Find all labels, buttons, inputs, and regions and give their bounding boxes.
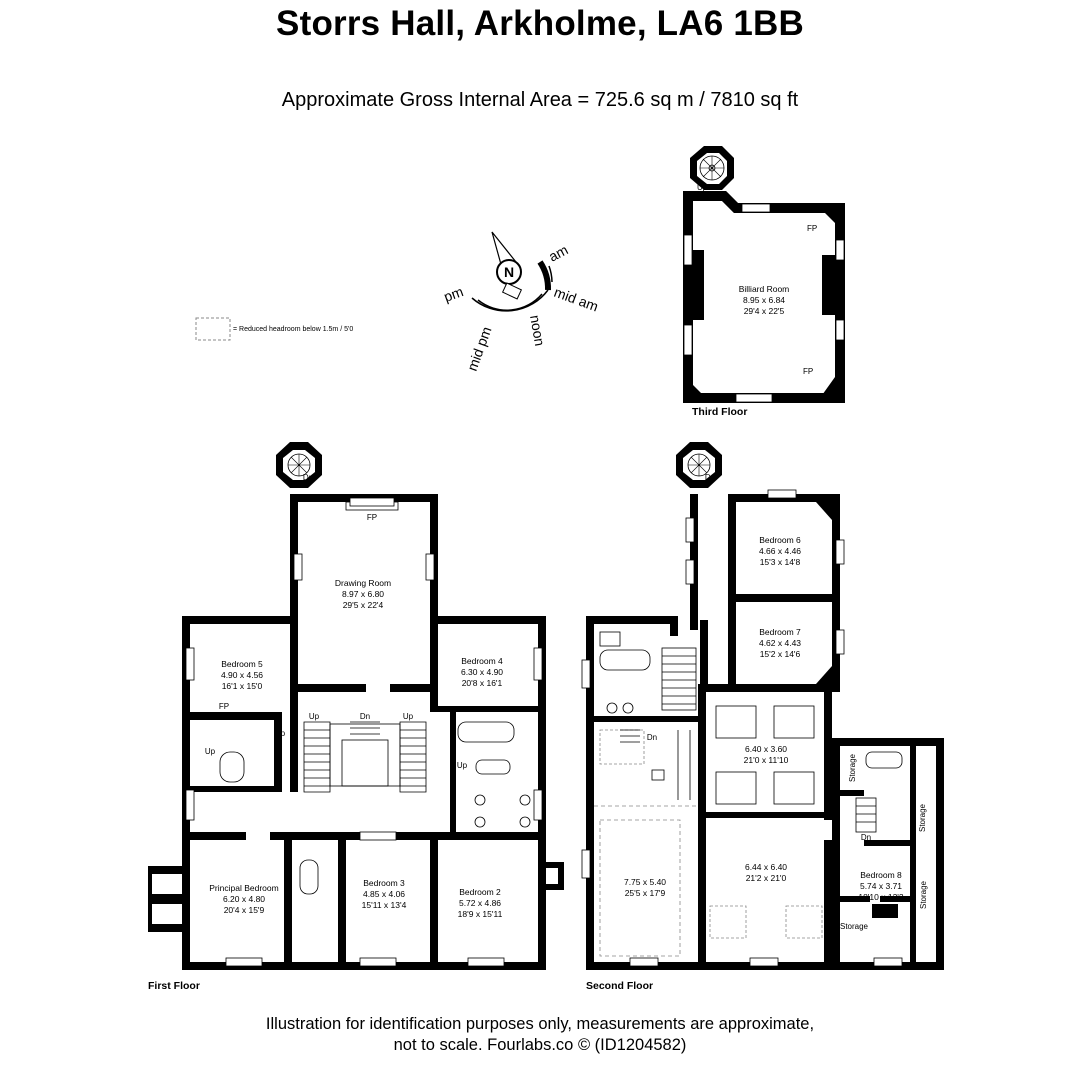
room-metric: 6.30 x 4.90 (461, 667, 503, 677)
room-metric: 4.90 x 4.56 (221, 670, 263, 680)
room-imperial: 15'2 x 14'6 (760, 649, 801, 659)
room-bedroom7: Bedroom 7 4.62 x 4.43 15'2 x 14'6 (759, 627, 801, 659)
storage-label: Storage (848, 753, 857, 782)
floor-label-first: First Floor (148, 980, 200, 992)
third-floor-plan: FP FP Up Dn Up (683, 146, 845, 403)
stair-up-label: Up (457, 761, 468, 770)
fireplace-label: FP (807, 224, 817, 233)
storage-label: Storage (918, 803, 927, 832)
stair-up-label: Up (295, 479, 306, 488)
stair-up-label: Up (696, 479, 707, 488)
stair-up-label: Up (309, 712, 320, 721)
room-imperial: 21'2 x 21'0 (746, 873, 787, 883)
room-name: Bedroom 3 (363, 878, 405, 888)
room-imperial: 16'1 x 15'0 (222, 681, 263, 691)
fireplace-label: FP (219, 702, 229, 711)
headroom-legend-label: = Reduced headroom below 1.5m / 5'0 (233, 326, 353, 333)
room-imperial: 20'8 x 16'1 (462, 678, 503, 688)
stair-down-label: Dn (705, 473, 715, 482)
compass-am: am (546, 241, 571, 264)
stair-up-label: Up (205, 747, 216, 756)
room-name: Bedroom 7 (759, 627, 801, 637)
stair-down-label: Dn (647, 733, 657, 742)
room-name: Bedroom 6 (759, 535, 801, 545)
stair-down-label: Dn (861, 833, 871, 842)
compass-north: N (504, 264, 514, 280)
stair-down-label: Dn (710, 183, 720, 192)
floor-label-second: Second Floor (586, 980, 653, 992)
disclaimer-line-2: not to scale. Fourlabs.co © (ID1204582) (393, 1036, 687, 1054)
room-name: Principal Bedroom (209, 883, 278, 893)
stair-down-label: Dn (360, 712, 370, 721)
compass-icon: N am mid am noon mid pm pm (442, 231, 601, 373)
room-metric: 4.62 x 4.43 (759, 638, 801, 648)
page-title: Storrs Hall, Arkholme, LA6 1BB (276, 4, 804, 43)
compass-pm: pm (442, 283, 466, 305)
room-metric: 4.85 x 4.06 (363, 889, 405, 899)
stair-down-label: Dn (303, 473, 313, 482)
room-metric: 4.66 x 4.46 (759, 546, 801, 556)
room-metric: 6.20 x 4.80 (223, 894, 265, 904)
room-bedroom8: Bedroom 8 5.74 x 3.71 18'10 x 12'2 (858, 870, 904, 902)
room-6-40x3-60: 6.40 x 3.60 21'0 x 11'10 (744, 744, 789, 765)
room-bedroom5: Bedroom 5 4.90 x 4.56 16'1 x 15'0 (221, 659, 263, 691)
room-metric: 5.72 x 4.86 (459, 898, 501, 908)
room-name: Drawing Room (335, 578, 391, 588)
room-imperial: 18'9 x 15'11 (458, 909, 503, 919)
compass-mid-pm: mid pm (464, 324, 495, 373)
fireplace-label: FP (803, 367, 813, 376)
first-floor-details (185, 497, 543, 967)
floor-label-third: Third Floor (692, 406, 747, 418)
room-name: Billiard Room (739, 284, 790, 294)
storage-label: Storage (840, 922, 869, 931)
room-metric: 8.95 x 6.84 (743, 295, 785, 305)
disclaimer: Illustration for identification purposes… (0, 1014, 1080, 1056)
headroom-legend-swatch (195, 317, 231, 341)
stair-up-label: Up (275, 729, 286, 738)
room-imperial: 29'5 x 22'4 (343, 600, 384, 610)
room-imperial: 18'10 x 12'2 (858, 892, 904, 902)
room-bedroom4: Bedroom 4 6.30 x 4.90 20'8 x 16'1 (461, 656, 503, 688)
stair-up-label: Up (697, 183, 708, 192)
room-6-44x6-40: 6.44 x 6.40 21'2 x 21'0 (745, 862, 787, 883)
room-imperial: 15'11 x 13'4 (362, 900, 407, 910)
room-imperial: 29'4 x 22'5 (744, 306, 785, 316)
room-name: Bedroom 8 (860, 870, 902, 880)
second-floor-details (581, 489, 903, 967)
room-metric: 5.74 x 3.71 (860, 881, 902, 891)
compass-mid-am: mid am (552, 284, 601, 315)
stair-up-label: Up (712, 190, 723, 199)
room-metric: 8.97 x 6.80 (342, 589, 384, 599)
room-name: Bedroom 4 (461, 656, 503, 666)
room-7-75x5-40: 7.75 x 5.40 25'5 x 17'9 (624, 877, 666, 898)
stair-up-label: Up (403, 712, 414, 721)
compass-noon: noon (527, 314, 548, 347)
gross-area: Approximate Gross Internal Area = 725.6 … (281, 89, 799, 111)
room-metric: 6.44 x 6.40 (745, 862, 787, 872)
room-name: Bedroom 5 (221, 659, 263, 669)
room-imperial: 21'0 x 11'10 (744, 755, 789, 765)
disclaimer-line-1: Illustration for identification purposes… (265, 1015, 815, 1033)
room-bedroom3: Bedroom 3 4.85 x 4.06 15'11 x 13'4 (362, 878, 407, 910)
room-bedroom6: Bedroom 6 4.66 x 4.46 15'3 x 14'8 (759, 535, 801, 567)
room-imperial: 15'3 x 14'8 (760, 557, 801, 567)
room-imperial: 25'5 x 17'9 (625, 888, 666, 898)
fireplace-label: FP (367, 513, 377, 522)
room-metric: 7.75 x 5.40 (624, 877, 666, 887)
room-bedroom2: Bedroom 2 5.72 x 4.86 18'9 x 15'11 (458, 887, 503, 919)
room-drawing: Drawing Room 8.97 x 6.80 29'5 x 22'4 (335, 578, 391, 610)
room-billiard: Billiard Room 8.95 x 6.84 29'4 x 22'5 (739, 284, 790, 316)
room-principal: Principal Bedroom 6.20 x 4.80 20'4 x 15'… (209, 883, 278, 915)
storage-label: Storage (919, 880, 928, 909)
room-imperial: 20'4 x 15'9 (224, 905, 265, 915)
room-metric: 6.40 x 3.60 (745, 744, 787, 754)
room-name: Bedroom 2 (459, 887, 501, 897)
